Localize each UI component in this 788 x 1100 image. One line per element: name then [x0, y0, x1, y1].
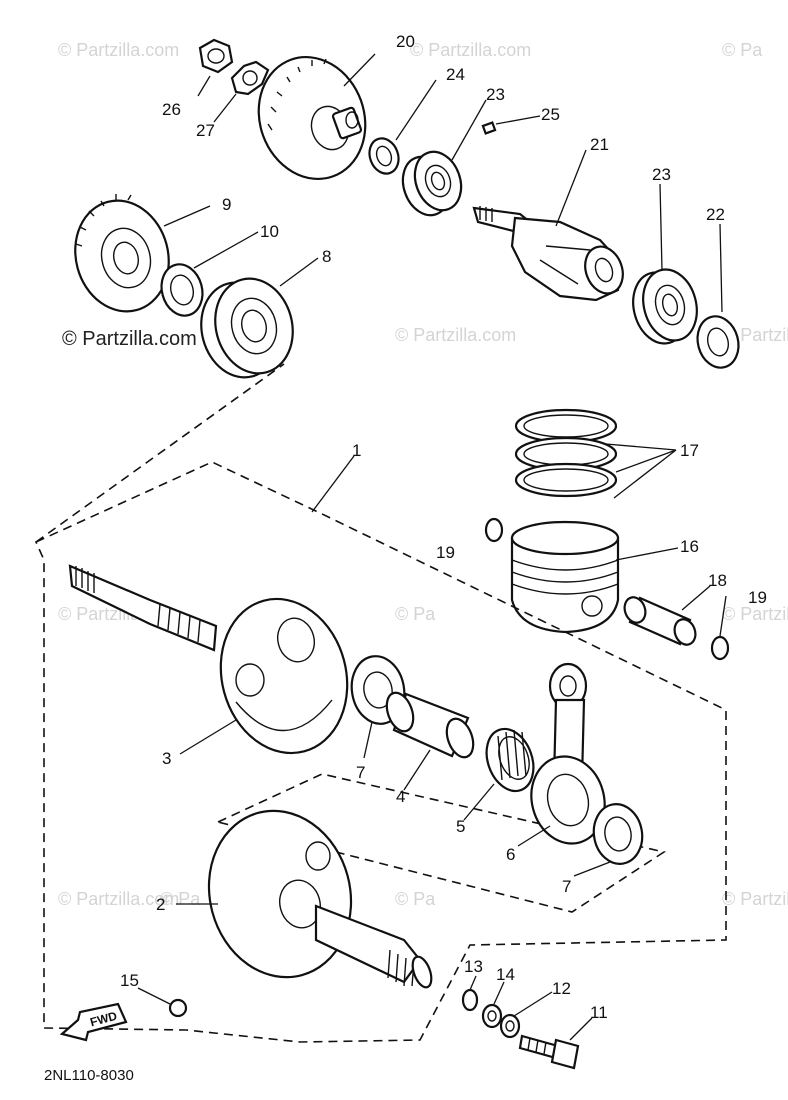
- callout-17: 17: [680, 441, 699, 460]
- callout-9: 9: [222, 195, 231, 214]
- part-8-bearing: [200, 277, 294, 379]
- callout-3: 3: [162, 749, 171, 768]
- fwd-label: FWD: [89, 1009, 119, 1030]
- callout-24: 24: [446, 65, 465, 84]
- callout-23-upper: 23: [486, 85, 505, 104]
- watermark: © Partzilla.com: [722, 604, 788, 624]
- watermark: © Partzilla.com: [58, 40, 179, 60]
- part-21-balancer-shaft: [472, 206, 624, 302]
- callout-6: 6: [506, 845, 515, 864]
- callout-2: 2: [156, 895, 165, 914]
- watermark: © Pa: [395, 889, 436, 909]
- part-12-washer: [499, 1013, 521, 1039]
- part-4-crank-pin: [385, 691, 475, 759]
- watermark: © Partzilla.com: [722, 889, 788, 909]
- callout-15: 15: [120, 971, 139, 990]
- callout-22: 22: [706, 205, 725, 224]
- callout-13: 13: [464, 957, 483, 976]
- part-18-piston-pin: [623, 596, 697, 646]
- part-13-washer: [461, 988, 479, 1012]
- callout-19-left: 19: [436, 543, 455, 562]
- callout-12: 12: [552, 979, 571, 998]
- part-25-key: [481, 121, 497, 135]
- callout-19-right: 19: [748, 588, 767, 607]
- part-6-connecting-rod: [530, 662, 606, 845]
- part-20-balancer-gear: [257, 55, 367, 181]
- callout-21: 21: [590, 135, 609, 154]
- callout-5: 5: [456, 817, 465, 836]
- leader-lines: [137, 53, 727, 1041]
- part-9-primary-gear: [74, 194, 170, 313]
- fwd-arrow-icon: FWD: [59, 1002, 128, 1042]
- part-19-circlip-right: [710, 635, 730, 661]
- watermark: © Pa: [160, 889, 201, 909]
- watermarks: © Partzilla.com © Partzilla.com © Pa © P…: [58, 40, 788, 909]
- part-27-lock-washer: [230, 60, 270, 96]
- part-24-oil-seal: [368, 137, 400, 175]
- callout-26: 26: [162, 100, 181, 119]
- callout-labels: 20 26 27 24 23 25 21 23 22 9 10 8 1 17 1…: [120, 32, 767, 1022]
- callout-25: 25: [541, 105, 560, 124]
- callout-7-right: 7: [562, 877, 571, 896]
- part-23-bearing-upper: [401, 150, 463, 217]
- part-19-circlip-left: [484, 517, 504, 543]
- part-10-oil-seal: [160, 263, 204, 317]
- part-14-lock-washer: [481, 1003, 503, 1029]
- part-22-oil-seal: [696, 315, 740, 369]
- callout-14: 14: [496, 965, 515, 984]
- part-16-piston: [510, 520, 620, 634]
- watermark: © Pa: [722, 40, 763, 60]
- callout-11: 11: [590, 1003, 608, 1022]
- callout-4: 4: [396, 787, 405, 806]
- part-5-needle-bearing: [485, 727, 535, 793]
- part-2-crank-right: [207, 809, 433, 989]
- callout-10: 10: [260, 222, 279, 241]
- watermark: © Partzilla.com: [395, 325, 516, 345]
- part-15-plug: [168, 998, 188, 1018]
- part-17-piston-rings: [514, 408, 618, 498]
- callout-18: 18: [708, 571, 727, 590]
- part-11-bolt: [518, 1034, 580, 1070]
- leader-dashed: [35, 363, 285, 543]
- part-7-washer-right: [592, 803, 644, 865]
- assembly-outline-lower: [215, 773, 667, 913]
- part-3-crank-left: [68, 564, 349, 755]
- watermark-dark: © Partzilla.com: [62, 328, 197, 350]
- assembly-outline-upper: [34, 461, 727, 1043]
- watermark: © Partzilla.com: [58, 889, 179, 909]
- callout-27: 27: [196, 121, 215, 140]
- callout-1: 1: [352, 441, 361, 460]
- callout-7-left: 7: [356, 763, 365, 782]
- part-23-bearing-right: [632, 268, 698, 345]
- diagram-code: 2NL110-8030: [44, 1067, 134, 1084]
- callout-23-right: 23: [652, 165, 671, 184]
- callout-16: 16: [680, 537, 699, 556]
- part-26-nut: [198, 38, 234, 74]
- callout-8: 8: [322, 247, 331, 266]
- callout-20: 20: [396, 32, 415, 51]
- watermark: © Partzilla.com: [410, 40, 531, 60]
- watermark: © Pa: [395, 604, 436, 624]
